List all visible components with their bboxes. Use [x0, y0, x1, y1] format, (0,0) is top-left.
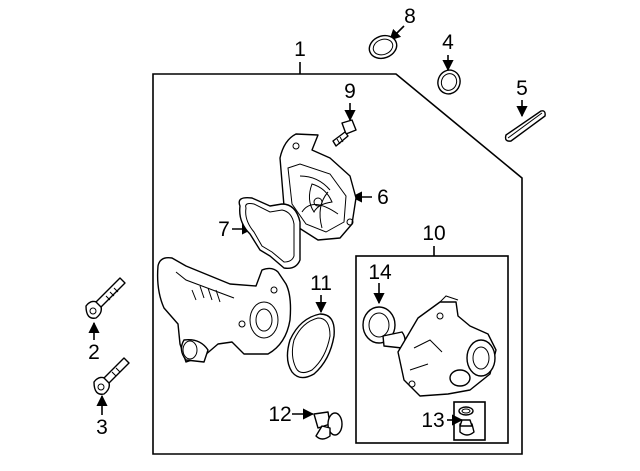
callout-9: 9 [344, 80, 356, 103]
part-3-bolt [93, 357, 130, 395]
part-4-o-ring [437, 69, 461, 95]
callout-6: 6 [377, 186, 389, 209]
callout-13: 13 [421, 409, 444, 432]
callout-12: 12 [268, 403, 291, 426]
part-9-bolt [332, 119, 357, 147]
callout-4: 4 [442, 31, 454, 54]
callout-1: 1 [294, 38, 306, 61]
part-2-bolt [85, 277, 126, 319]
part-11-gasket-ring [286, 313, 335, 379]
part-8-o-ring [368, 34, 398, 60]
part-6-water-pump [279, 133, 357, 241]
callout-8: 8 [404, 5, 416, 28]
part-14-thermostat [362, 306, 406, 349]
callout-5: 5 [516, 77, 528, 100]
callout-7: 7 [218, 218, 230, 241]
part-12-sensor [313, 411, 343, 440]
callout-10: 10 [422, 222, 445, 245]
part-7-gasket [238, 196, 301, 270]
part-10-thermostat-housing [397, 295, 497, 397]
callout-14: 14 [368, 261, 392, 284]
callout-11: 11 [310, 272, 332, 295]
callout-3: 3 [96, 416, 108, 439]
part-13-drain-plug [453, 401, 486, 441]
thermostat-housing-box [355, 255, 509, 444]
part-1-housing [156, 256, 292, 363]
main-assembly-outline [152, 73, 523, 455]
part-5-dowel-pin [504, 110, 546, 142]
callout-2: 2 [88, 341, 100, 364]
